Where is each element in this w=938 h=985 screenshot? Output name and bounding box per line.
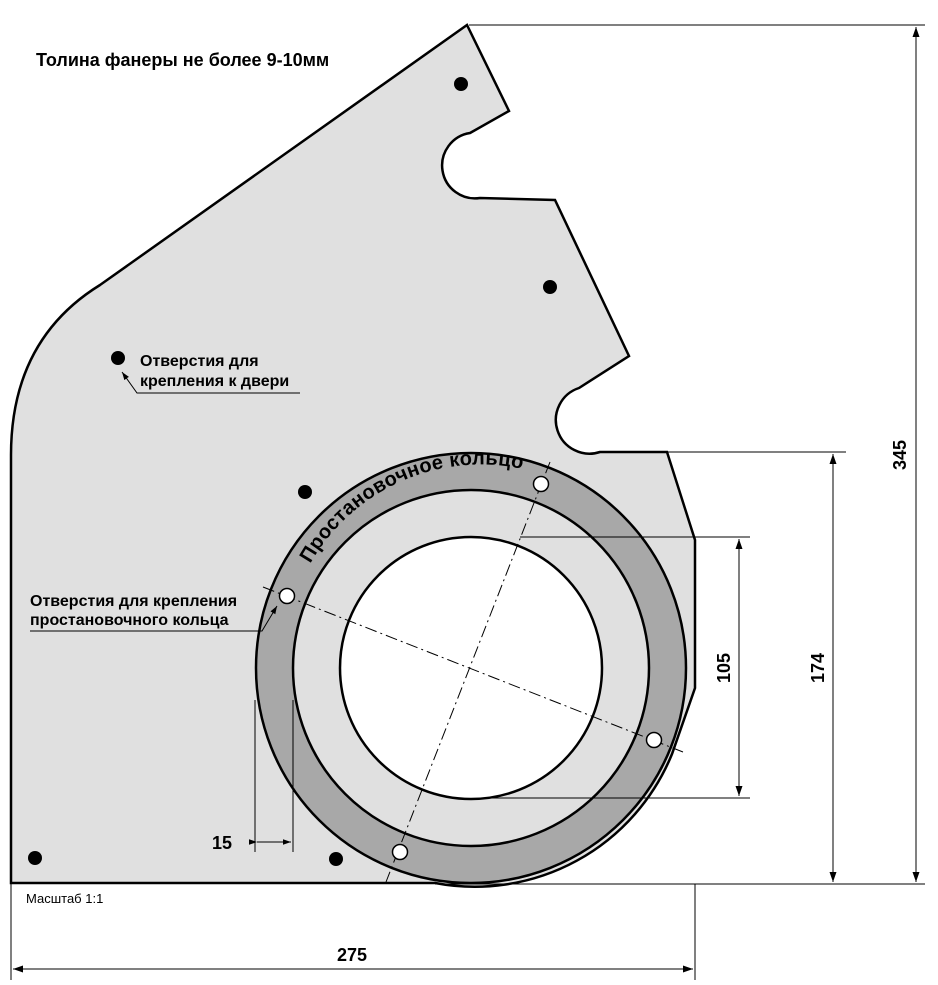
ring-inner-edge (291, 488, 651, 848)
door-holes-label-line2: крепления к двери (140, 373, 289, 390)
extension-lines (10, 24, 925, 980)
ring-mounting-holes (278, 475, 663, 861)
dim-width-value: 275 (337, 945, 367, 965)
ring-hole (645, 731, 663, 749)
dim-height-value: 345 (890, 440, 910, 470)
door-hole (454, 77, 468, 91)
plywood-panel (9, 23, 697, 888)
dim-ring-height-value: 174 (808, 653, 828, 683)
door-mounting-holes (28, 77, 557, 866)
dim-inner-height-value: 105 (714, 653, 734, 683)
door-hole (298, 485, 312, 499)
centerline-a (262, 586, 684, 753)
door-hole (329, 852, 343, 866)
centerline-b (385, 461, 551, 883)
ring-hole (391, 843, 409, 861)
door-hole (28, 851, 42, 865)
ring-outer-edge (254, 451, 688, 885)
dim-offset-value: 15 (212, 833, 232, 853)
speaker-cutout (338, 535, 604, 801)
ring-holes-label-line1: Отверстия для крепления (30, 593, 237, 610)
door-holes-leader (121, 371, 300, 394)
ring-hole (278, 587, 296, 605)
spacer-ring (256, 453, 686, 883)
ring-holes-label-line2: простановочного кольца (30, 612, 229, 629)
scale-note: Масштаб 1:1 (26, 891, 103, 906)
ring-hole (532, 475, 550, 493)
page-title: Толина фанеры не более 9-10мм (36, 50, 329, 70)
door-hole (543, 280, 557, 294)
ring-holes-leader (30, 605, 278, 632)
door-hole (111, 351, 125, 365)
door-holes-label-line1: Отверстия для (140, 353, 259, 370)
